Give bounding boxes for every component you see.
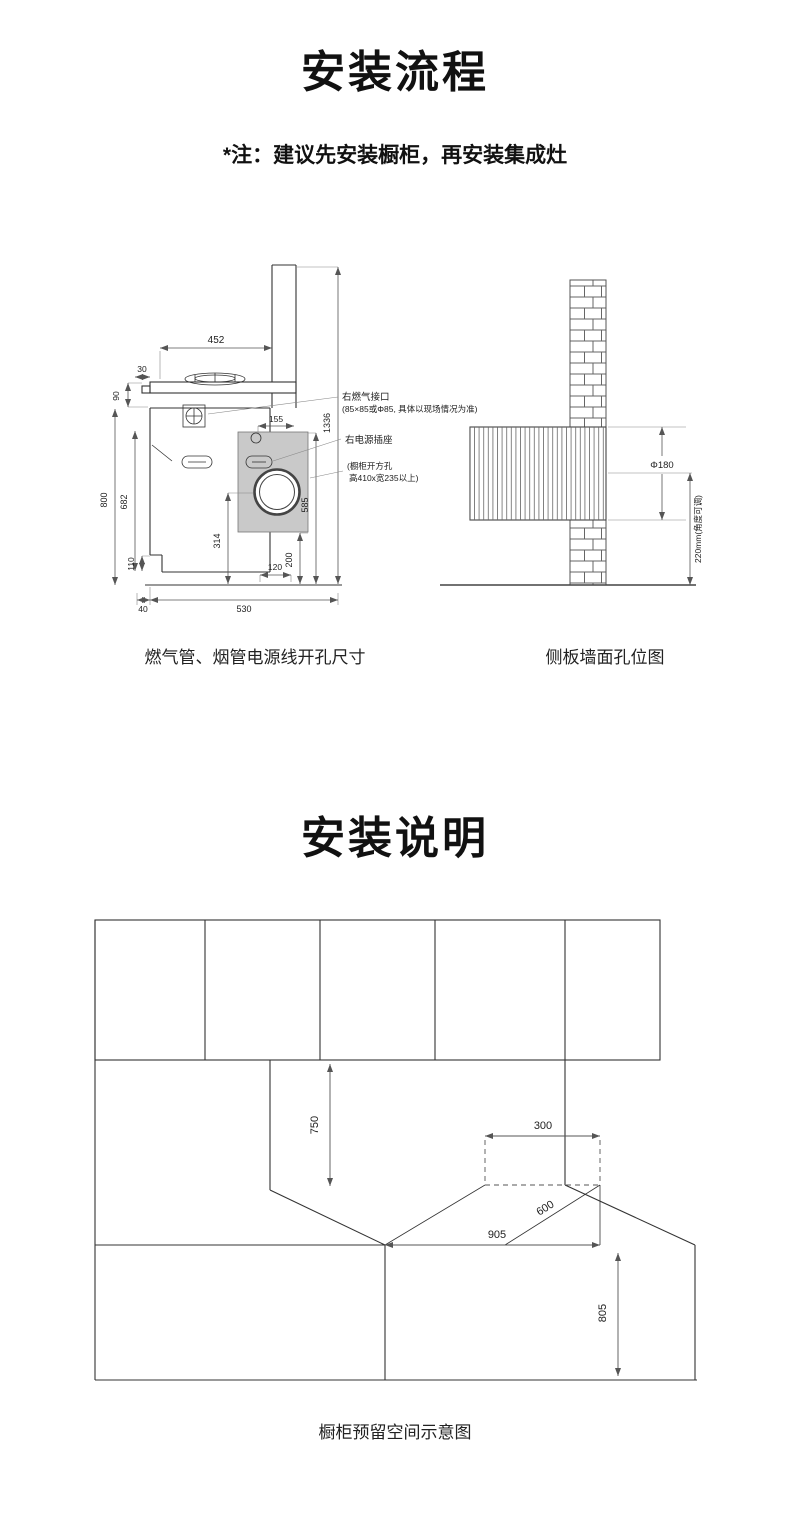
dim-duct-height: 220mm(角度可调) [693,495,703,563]
cabinet-diagram-caption: 橱柜预留空间示意图 [318,1423,472,1442]
stove-and-flue-outline [141,264,297,408]
dim-total-height: 1336 [322,413,332,433]
dim-total-left: 800 [99,492,109,507]
dim-offset: 40 [138,604,148,614]
dim-diameter: Φ180 [650,460,673,471]
dim-inner-left: 682 [119,494,129,509]
hole-diagram-caption: 燃气管、烟管电源线开孔尺寸 [144,648,366,667]
label-cabinet-hole-2: 高410x宽235以上) [349,473,419,483]
dim-hole-bottom: 200 [284,552,294,567]
gas-port-hole [182,404,206,428]
dimension-labels: 452 30 90 800 682 110 40 530 314 200 585… [99,335,332,614]
dim-height: 805 [597,1304,609,1322]
section-title-instruction: 安装说明 [301,814,489,863]
dim-lip: 30 [137,364,147,374]
label-power-socket: 右电源插座 [345,434,393,446]
wall-diagram-caption: 侧板墙面孔位图 [545,648,665,667]
cabinet-panel-outline [145,407,342,586]
dim-back-gap: 300 [534,1120,552,1132]
dimension-labels: Φ180 220mm(角度可调) [650,460,703,563]
install-note: *注：建议先安装橱柜，再安装集成灶 [222,144,568,167]
dimension-lines [608,426,693,585]
callout-labels: 右燃气接口 (85×85或Φ85, 具体以现场情况为准) 右电源插座 (橱柜开方… [207,391,478,483]
cabinet-structure [94,920,697,1381]
dim-foot: 110 [126,557,136,571]
left-socket-slot [181,455,213,469]
stove-footprint-dashed [484,1140,601,1186]
dim-hole-top: 585 [300,497,310,512]
label-gas-port: 右燃气接口 [342,391,390,403]
dimension-lines [327,1064,621,1376]
wall-hole-diagram: Φ180 220mm(角度可调) [440,279,703,586]
dim-depth: 600 [534,1199,556,1219]
label-cabinet-hole-1: (橱柜开方孔 [347,461,393,471]
dim-outlet-offset: 155 [269,414,283,424]
dim-top-width: 452 [208,335,225,346]
section-title-flow: 安装流程 [301,48,489,97]
flue-hole-circle [253,468,301,516]
dim-step: 90 [111,391,121,401]
power-socket-hole [250,432,262,444]
cabinet-opening-area [237,431,309,533]
cabinet-space-diagram: 750 300 600 905 805 [94,919,697,1381]
dim-flue-offset: 120 [268,562,282,572]
upper-cabinets [94,919,661,1061]
dimension-lines [112,266,341,605]
hole-dimension-diagram: 452 30 90 800 682 110 40 530 314 200 585… [99,264,478,614]
dim-width: 905 [488,1229,506,1241]
label-gas-port-note: (85×85或Φ85, 具体以现场情况为准) [342,404,478,414]
dim-top-clearance: 750 [309,1116,321,1134]
dim-bottom-width: 530 [236,604,251,614]
dim-flue-center: 314 [212,533,222,548]
right-socket-slot [245,455,273,469]
flexible-duct [469,426,607,521]
dimension-labels: 750 300 600 905 805 [309,1116,609,1322]
